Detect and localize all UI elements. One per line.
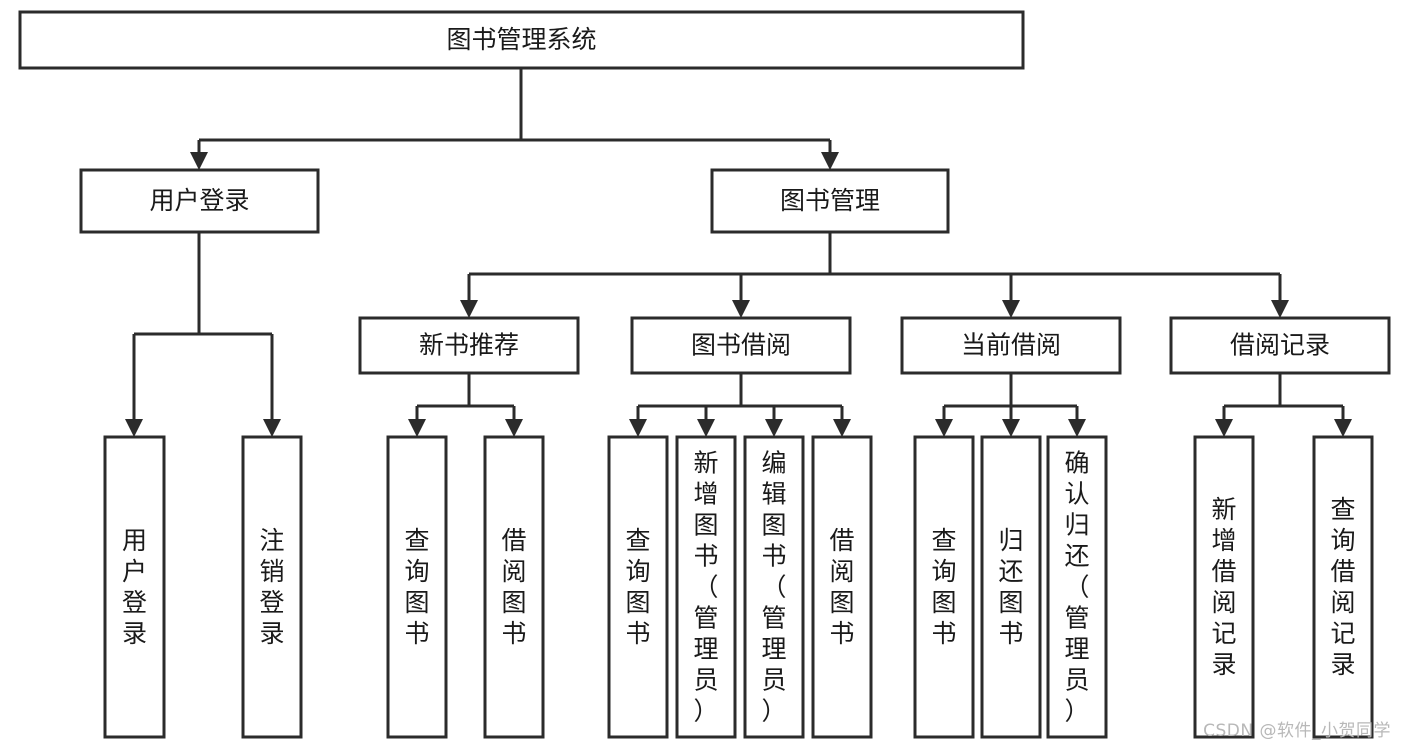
node-box-confirm-return-admin — [1046, 435, 1108, 739]
node-label-user-login-do: 用户登录 — [122, 526, 147, 648]
arrow-borrow-record — [1271, 300, 1289, 318]
node-label-query-book-current: 查询图书 — [931, 526, 956, 648]
arrow-query-book-recommend — [408, 419, 426, 437]
node-box-root — [18, 10, 1025, 70]
node-label-query-borrow-record: 查询借阅记录 — [1330, 495, 1355, 679]
arrow-user-login-do — [125, 419, 143, 437]
node-box-edit-book-admin — [743, 435, 805, 739]
arrow-edit-book-admin — [765, 419, 783, 437]
vertical-bracket-glyph: ） — [693, 697, 718, 726]
node-box-return-book — [980, 435, 1042, 739]
arrow-user-logout — [263, 419, 281, 437]
node-layer: 图书管理系统用户登录图书管理新书推荐图书借阅当前借阅借阅记录用户登录注销登录查询… — [18, 10, 1391, 739]
connector-layer — [125, 68, 1352, 437]
node-label-query-book-recommend: 查询图书 — [404, 526, 429, 648]
node-box-borrow-record — [1169, 316, 1391, 375]
node-box-query-borrow-record — [1312, 435, 1374, 739]
arrow-new-book-recommend — [460, 300, 478, 318]
node-label-add-borrow-record: 新增借阅记录 — [1211, 495, 1236, 679]
node-box-query-book-borrow — [607, 435, 669, 739]
arrow-user-login — [190, 152, 208, 170]
node-label-user-login: 用户登录 — [149, 186, 249, 215]
node-label-query-book-borrow: 查询图书 — [625, 526, 650, 648]
vertical-bracket-glyph: （ — [693, 573, 718, 602]
node-label-borrow-record: 借阅记录 — [1230, 331, 1330, 360]
arrow-book-management — [821, 152, 839, 170]
arrow-book-borrow — [732, 300, 750, 318]
arrow-return-book — [1002, 419, 1020, 437]
node-box-book-management — [710, 168, 950, 234]
vertical-bracket-glyph: （ — [1064, 573, 1089, 602]
node-box-user-logout — [241, 435, 303, 739]
node-box-current-borrow — [900, 316, 1122, 375]
arrow-current-borrow — [1002, 300, 1020, 318]
node-label-add-book-admin: 新增图书（管理员） — [693, 449, 718, 726]
vertical-bracket-glyph: ） — [761, 697, 786, 726]
node-label-book-borrow: 图书借阅 — [691, 331, 791, 360]
arrow-query-book-current — [935, 419, 953, 437]
arrow-query-book-borrow — [629, 419, 647, 437]
node-label-new-book-recommend: 新书推荐 — [419, 331, 519, 360]
arrow-confirm-return-admin — [1068, 419, 1086, 437]
page-title: 图书管理系统 — [446, 25, 596, 54]
arrow-borrow-book-borrow — [833, 419, 851, 437]
node-box-query-book-current — [913, 435, 975, 739]
csdn-watermark: CSDN @软件_小贺同学 — [1203, 721, 1391, 741]
arrow-borrow-book-recommend — [505, 419, 523, 437]
node-box-query-book-recommend — [386, 435, 448, 739]
arrow-add-borrow-record — [1215, 419, 1233, 437]
node-box-user-login — [79, 168, 320, 234]
vertical-bracket-glyph: （ — [761, 573, 786, 602]
node-label-user-logout: 注销登录 — [259, 526, 284, 648]
vertical-bracket-glyph: ） — [1064, 697, 1089, 726]
node-box-book-borrow — [630, 316, 852, 375]
node-label-return-book: 归还图书 — [998, 526, 1023, 648]
node-label-current-borrow: 当前借阅 — [961, 331, 1061, 360]
node-box-borrow-book-recommend — [483, 435, 545, 739]
node-box-add-borrow-record — [1193, 435, 1255, 739]
arrow-add-book-admin — [697, 419, 715, 437]
node-box-borrow-book-borrow — [811, 435, 873, 739]
node-label-confirm-return-admin: 确认归还（管理员） — [1064, 449, 1089, 726]
node-box-user-login-do — [103, 435, 166, 739]
node-box-add-book-admin — [675, 435, 737, 739]
node-label-borrow-book-recommend: 借阅图书 — [501, 526, 526, 648]
node-label-book-management: 图书管理 — [780, 186, 880, 215]
arrow-query-borrow-record — [1334, 419, 1352, 437]
node-label-borrow-book-borrow: 借阅图书 — [829, 526, 854, 648]
node-label-edit-book-admin: 编辑图书（管理员） — [761, 449, 786, 726]
node-box-new-book-recommend — [358, 316, 580, 375]
